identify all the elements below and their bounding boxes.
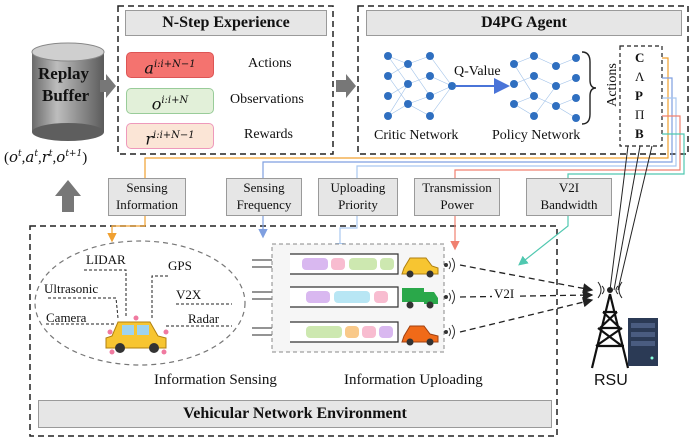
v2i-links xyxy=(459,264,594,333)
nstep-frame xyxy=(117,5,334,155)
action-items-box xyxy=(619,45,663,147)
action-item-p: P xyxy=(635,88,643,103)
qvalue-label: Q-Value xyxy=(454,64,501,79)
buffer-to-nstep-arrow xyxy=(100,74,116,98)
critic-network-label: Critic Network xyxy=(374,128,459,143)
replay-buffer-label-2: Buffer xyxy=(42,86,90,105)
rewards-symbol-box: ri:i+N−1 xyxy=(126,123,214,149)
observations-label: Observations xyxy=(230,92,304,107)
rsu-tower-icon xyxy=(590,281,630,369)
sensing-ellipse xyxy=(34,240,246,366)
actions-brace xyxy=(581,51,597,125)
sensor-lidar: LIDAR xyxy=(86,252,126,267)
green-truck-icon xyxy=(402,288,438,309)
info-uploading-label: Information Uploading xyxy=(344,372,483,388)
bandwidth-arrow xyxy=(518,214,569,266)
sensing-info-arrow xyxy=(107,214,146,243)
sensor-camera: Camera xyxy=(46,310,87,325)
sensing-car-icon xyxy=(105,315,169,355)
action-item-c: C xyxy=(635,50,645,65)
nstep-title: N-Step Experience xyxy=(125,10,327,36)
sensor-v2x: V2X xyxy=(176,287,202,302)
v2i-label: V2I xyxy=(492,286,517,302)
server-icon xyxy=(628,318,658,366)
upload-priority-arrow xyxy=(335,214,358,253)
info-sensing-label: Information Sensing xyxy=(154,372,277,388)
queue-3 xyxy=(290,321,399,343)
policy-network-label: Policy Network xyxy=(492,128,581,143)
actions-vertical-label: Actions xyxy=(605,63,620,107)
rsu-label: RSU xyxy=(594,372,628,389)
orange-car-icon xyxy=(401,325,439,346)
emitter-icons xyxy=(444,257,455,340)
sensor-ultrasonic: Ultrasonic xyxy=(44,281,99,296)
action-item-b: B xyxy=(635,126,644,141)
queue-2 xyxy=(290,286,399,308)
nstep-to-agent-arrow xyxy=(336,74,356,98)
actions-label: Actions xyxy=(248,56,292,71)
action-to-rsu-lines xyxy=(609,145,653,291)
replay-buffer-cylinder xyxy=(31,42,105,141)
sensor-gps: GPS xyxy=(168,258,192,273)
action-item-pi: Π xyxy=(635,107,645,122)
agent-frame xyxy=(357,5,689,155)
env-title: Vehicular Network Environment xyxy=(38,400,552,428)
actions-symbol-box: ai:i+N−1 xyxy=(126,52,214,78)
replay-buffer-label-1: Replay xyxy=(38,64,89,83)
env-frame xyxy=(29,225,558,437)
observations-symbol-box: oi:i+N xyxy=(126,88,214,114)
queue-1 xyxy=(290,253,399,275)
policy-network-icon xyxy=(510,52,580,122)
agent-title: D4PG Agent xyxy=(366,10,682,36)
env-to-buffer-arrow xyxy=(55,180,81,212)
action-item-lambda: Λ xyxy=(635,69,645,84)
transition-tuple: (ot,at,rt,ot+1) xyxy=(4,148,88,166)
sensor-radar: Radar xyxy=(188,311,220,326)
rewards-label: Rewards xyxy=(244,127,293,142)
yellow-car-icon xyxy=(401,257,439,278)
critic-network-icon xyxy=(384,52,456,120)
